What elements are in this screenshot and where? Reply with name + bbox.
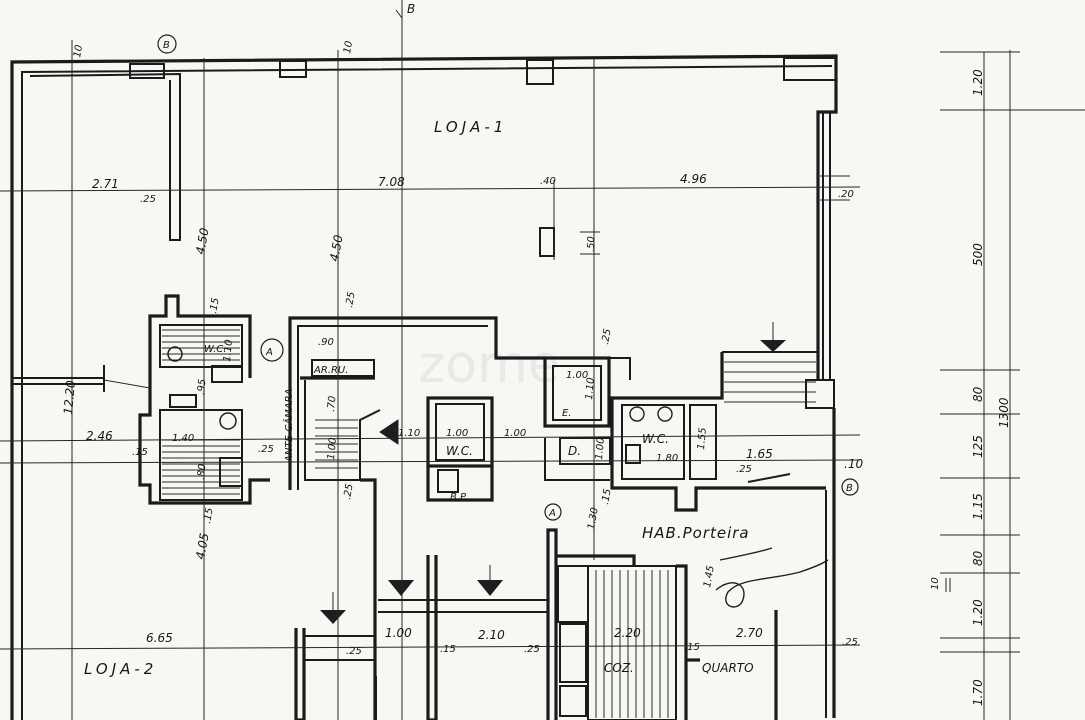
room-label-wc-b: W.C. xyxy=(446,444,473,458)
dim-label: 1.00 xyxy=(566,370,588,381)
dim-label: .15 xyxy=(440,644,456,655)
dim-label: 1.40 xyxy=(172,433,194,444)
dim-label: 1.00 xyxy=(594,437,607,460)
column-tag-a-center: A xyxy=(544,503,562,521)
svg-text:B: B xyxy=(407,2,415,16)
dim-label: 4.05 xyxy=(193,532,211,561)
svg-text:B: B xyxy=(846,483,853,494)
central-rooms xyxy=(426,227,631,502)
dim-label: .25 xyxy=(342,483,356,501)
grid-lines xyxy=(0,0,861,720)
room-label-hab-porteira: HAB.Porteira xyxy=(642,524,750,542)
dim-label: 10 xyxy=(930,577,941,590)
dim-label: 1.10 xyxy=(584,377,597,400)
dim-top-mark: 10 xyxy=(342,40,355,54)
dim-label: .40 xyxy=(540,176,556,187)
stair-core xyxy=(260,316,545,720)
dim-label: 2.71 xyxy=(92,177,119,191)
wc-block-left xyxy=(103,294,270,505)
room-label-wc-a: W.C. xyxy=(204,344,226,355)
dim-label: 2.46 xyxy=(86,429,113,443)
dim-label: .25 xyxy=(600,328,614,346)
dim-label: .25 xyxy=(140,194,156,205)
dim-label: 1.55 xyxy=(696,427,709,450)
dim-label: 7.08 xyxy=(378,175,405,189)
dim-label: 1.65 xyxy=(746,447,773,461)
dim-label: 1.70 xyxy=(971,679,985,706)
room-label-e: E. xyxy=(562,408,572,419)
room-label-wc-c: W.C. xyxy=(642,432,669,446)
dim-label: 2.70 xyxy=(736,626,763,640)
dim-label: 1.20 xyxy=(971,69,985,96)
right-dimension-column xyxy=(940,50,1085,720)
dim-label: .15 xyxy=(132,447,148,458)
dim-label: .10 xyxy=(844,457,863,471)
dim-label: .15 xyxy=(600,488,614,506)
dim-label: 6.65 xyxy=(146,631,173,645)
dim-label: 1.20 xyxy=(971,599,985,626)
dim-label: 500 xyxy=(971,243,985,266)
svg-text:A: A xyxy=(265,347,273,358)
room-label-ar-ru: AR.RU. xyxy=(313,365,348,376)
dim-label: 1.30 xyxy=(586,507,601,531)
column-tag-b-right: B xyxy=(841,478,859,496)
dim-label: .20 xyxy=(838,189,854,200)
dim-label: 125 xyxy=(971,435,985,458)
dim-label: 1.10 xyxy=(222,339,235,362)
dim-label: 4.96 xyxy=(680,172,707,186)
dim-label: .25 xyxy=(736,464,752,475)
dim-label: 4.50 xyxy=(327,233,345,262)
dim-label: .50 xyxy=(586,236,597,252)
svg-text:B: B xyxy=(163,40,170,51)
room-label-coz: COZ. xyxy=(604,661,634,675)
lower-core xyxy=(294,528,778,720)
dim-top-mark: 10 xyxy=(72,44,85,58)
dim-label: .90 xyxy=(318,337,334,348)
dim-label: 80 xyxy=(971,386,985,402)
dim-label: 1.15 xyxy=(971,493,985,520)
section-mark: B xyxy=(395,0,415,20)
dim-label: 2.10 xyxy=(478,628,505,642)
dim-label: 1.00 xyxy=(385,626,412,640)
dim-label: .25 xyxy=(344,291,358,309)
room-label-loja2: LOJA-2 xyxy=(84,660,157,678)
dim-label: 4.50 xyxy=(193,226,211,255)
dim-total-label: 1300 xyxy=(997,397,1011,428)
svg-text:A: A xyxy=(548,508,556,519)
signature-scribble xyxy=(715,547,829,608)
dim-label: 1.10 xyxy=(398,428,420,439)
dim-label: .25 xyxy=(842,637,858,648)
dim-label: 1.45 xyxy=(702,565,717,589)
view-arrows xyxy=(320,322,786,624)
dim-label: 1.80 xyxy=(656,453,678,464)
column-tag-b-top: B xyxy=(157,34,177,54)
dim-label: .15 xyxy=(202,507,216,525)
dim-label: 12.20 xyxy=(61,379,78,415)
column-tag-a-left: A xyxy=(265,347,273,358)
room-label-quarto: QUARTO xyxy=(702,661,754,675)
dim-label: .15 xyxy=(684,642,700,653)
dim-label: .80 xyxy=(196,463,208,480)
dim-label: .25 xyxy=(346,646,362,657)
room-label-ante-camara: ANTE-CÂMARA xyxy=(282,388,295,463)
dim-label: 1.00 xyxy=(326,437,339,460)
dim-label: 80 xyxy=(971,550,985,566)
dim-label: .15 xyxy=(208,297,222,315)
room-label-d: D. xyxy=(568,444,581,458)
room-label-bp: B.P. xyxy=(450,492,468,503)
dim-label: .95 xyxy=(196,378,208,395)
outer-walls xyxy=(10,54,838,720)
wc-block-right xyxy=(610,351,826,512)
dim-label: 2.20 xyxy=(614,626,641,640)
dim-label: 1.00 xyxy=(504,428,526,439)
dim-label: 1.00 xyxy=(446,428,468,439)
dim-label: .25 xyxy=(258,444,274,455)
dim-label: .70 xyxy=(326,395,338,412)
dim-label: .25 xyxy=(524,644,540,655)
watermark: zome xyxy=(418,335,560,395)
room-label-loja1: LOJA-1 xyxy=(434,118,507,136)
